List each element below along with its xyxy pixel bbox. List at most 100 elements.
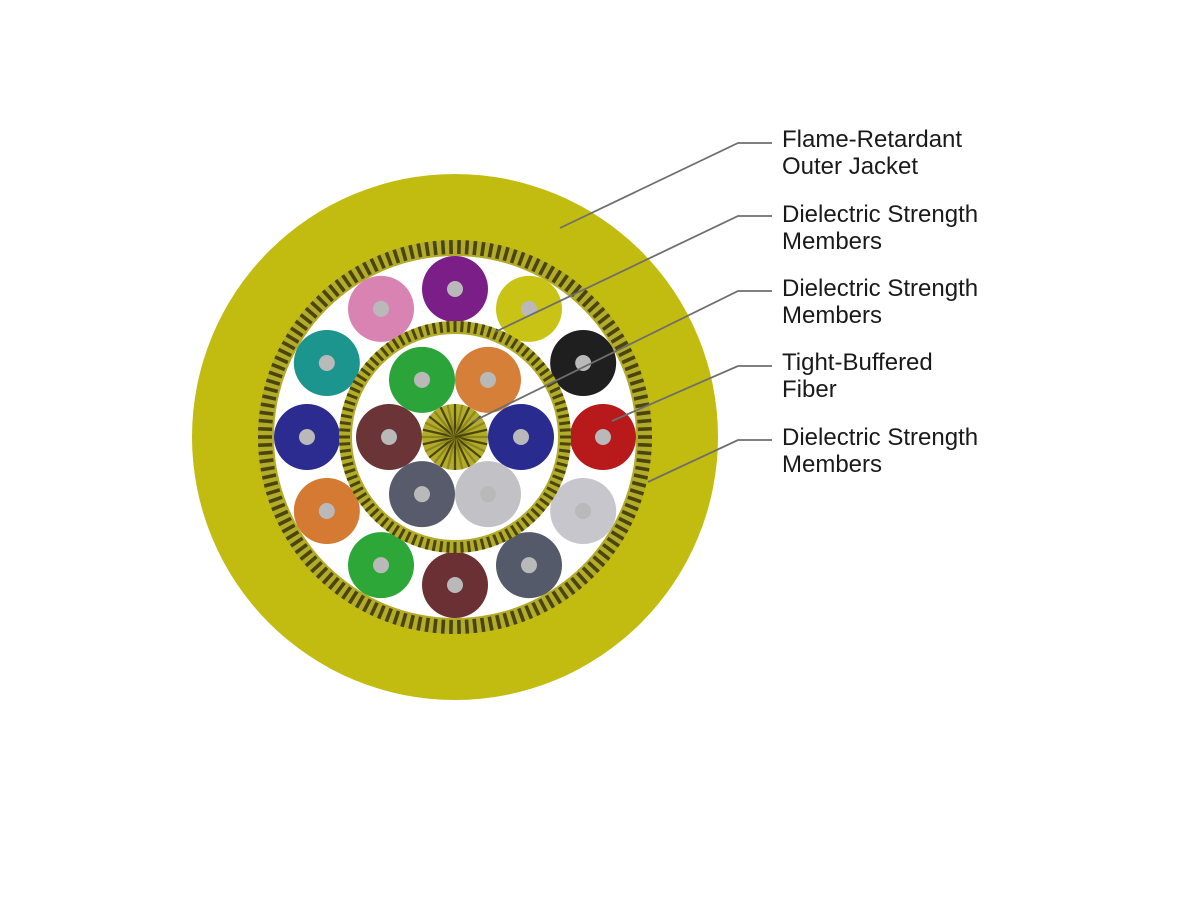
strength-member-strand	[339, 448, 352, 454]
strength-member-strand	[438, 321, 444, 334]
strength-member-strand	[391, 524, 401, 536]
strength-member-strand	[539, 367, 550, 377]
strength-member-strand	[466, 540, 472, 553]
strength-member-strand	[268, 370, 283, 379]
leader-line-tight-buffered-fiber	[611, 365, 772, 422]
strength-member-strand	[349, 386, 361, 394]
strength-member-strand	[530, 507, 541, 518]
strength-member-strand	[369, 356, 380, 367]
strength-member-strand	[502, 246, 510, 262]
strength-member-strand	[274, 509, 289, 519]
strength-member-strand	[294, 319, 309, 331]
strength-member-strand	[624, 502, 639, 512]
strength-member-strand	[636, 458, 651, 464]
strength-member-strand	[542, 373, 554, 383]
strength-member-strand	[606, 536, 621, 548]
strength-member-strand	[587, 300, 600, 314]
strength-member-strand	[364, 502, 376, 513]
strength-member-strand	[432, 240, 438, 256]
strength-member-strand	[554, 468, 566, 475]
strength-member-strand	[265, 378, 281, 386]
strength-member-strand	[379, 346, 390, 358]
strength-member-strand	[466, 321, 472, 334]
strength-member-strand	[310, 560, 323, 574]
strength-member-strand	[346, 392, 358, 400]
strength-member-strand	[354, 594, 366, 609]
central-strength-member-strand	[422, 435, 456, 446]
strength-member-strand	[621, 509, 636, 519]
strength-member-strand	[610, 530, 625, 541]
strength-member-strand	[261, 473, 277, 480]
strength-member-strand	[328, 576, 340, 590]
fiber-core	[575, 503, 592, 519]
central-strength-member-strand	[439, 406, 456, 438]
strength-member-strand	[374, 512, 385, 523]
strength-member-strand	[544, 265, 556, 280]
strength-member-strand	[509, 338, 519, 350]
fiber-core	[373, 300, 389, 317]
strength-member-strand	[385, 342, 395, 353]
strength-member-strand	[344, 399, 356, 406]
strength-member-strand	[391, 338, 401, 350]
strength-member-strand	[416, 243, 423, 258]
strength-member-strand	[498, 331, 506, 343]
fiber-core	[414, 371, 430, 388]
strength-member-strand	[534, 502, 546, 513]
strength-member-strand	[260, 465, 275, 472]
strength-member-strand	[339, 442, 351, 446]
strength-member-strand	[492, 534, 500, 546]
strength-member-strand	[629, 488, 645, 496]
strength-member-strand	[362, 598, 372, 613]
strength-member-strand	[559, 442, 571, 446]
strength-member-strand	[277, 347, 292, 358]
strength-member-strand	[354, 265, 366, 280]
strength-member-strand	[637, 426, 652, 432]
strength-member-strand	[258, 450, 273, 456]
strength-member-strand	[424, 617, 431, 633]
strength-member-strand	[520, 516, 531, 528]
strength-member-strand	[587, 560, 600, 574]
strength-member-strand	[277, 516, 292, 527]
strength-member-strand	[410, 534, 418, 546]
strength-member-strand	[592, 555, 606, 568]
strength-member-strand	[340, 413, 353, 419]
strength-member-strand	[539, 497, 550, 507]
strength-member-strand	[558, 420, 571, 426]
fiber-core	[318, 355, 335, 371]
strength-member-strand	[334, 278, 346, 293]
callout-leader-lines	[471, 142, 772, 483]
strength-member-strand	[346, 474, 358, 482]
fiber-core	[414, 486, 430, 503]
strength-member-strand	[552, 474, 564, 482]
strength-member-strand	[473, 539, 479, 552]
strength-member-strand	[576, 289, 589, 303]
fiber-core	[381, 429, 397, 445]
strength-member-strand	[356, 491, 368, 501]
strength-member-strand	[384, 607, 393, 623]
strength-member-strand	[339, 428, 351, 432]
strength-member-strand	[559, 428, 571, 432]
strength-member-strand	[410, 328, 418, 340]
strength-member-strand	[258, 426, 273, 432]
strength-member-strand	[416, 616, 423, 631]
strength-member-strand	[558, 448, 571, 454]
strength-member-strand	[289, 326, 304, 338]
strength-member-strand	[404, 531, 412, 543]
strength-member-strand	[341, 274, 353, 288]
fiber-core	[480, 486, 496, 503]
strength-member-strand	[340, 455, 353, 461]
strength-member-strand	[549, 480, 561, 488]
strength-member-strand	[364, 361, 376, 372]
strength-member-strand	[614, 340, 629, 351]
fiber-core	[521, 557, 537, 574]
central-strength-member-strand	[453, 436, 464, 470]
central-strength-member-strand	[439, 436, 456, 468]
strength-member-strand	[342, 461, 354, 468]
strength-member-strand	[509, 524, 519, 536]
fiber-core	[575, 355, 592, 371]
strength-member-strand	[557, 274, 569, 288]
strength-member-strand	[531, 257, 541, 273]
strength-member-strand	[446, 541, 450, 553]
strength-member-strand	[618, 516, 633, 527]
